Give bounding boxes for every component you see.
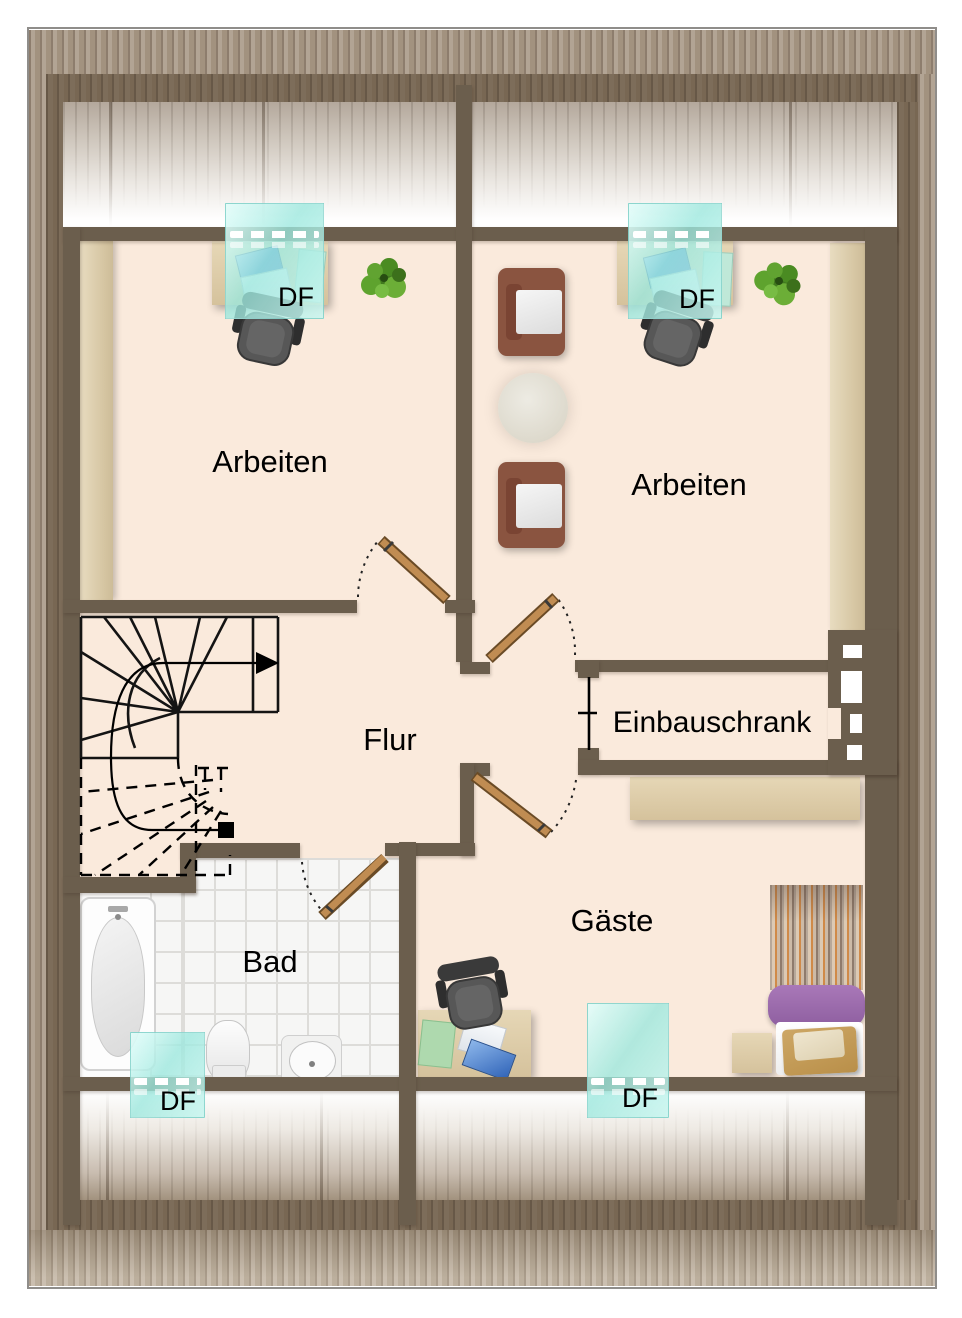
room-label-arbeiten-right: Arbeiten: [631, 467, 747, 502]
skylight-sill: [632, 231, 718, 238]
bed-headboard: [770, 885, 863, 990]
eaves-left: [29, 74, 46, 1230]
chimney: [828, 630, 897, 775]
eaves-top: [29, 30, 935, 74]
skylight-window: [628, 203, 722, 319]
wardrobe-fold-door-icon: [578, 677, 597, 750]
plant-icon: [749, 252, 809, 310]
bed-pillow-roll: [768, 985, 865, 1027]
wall-segment: [445, 600, 475, 613]
room-label-bad: Bad: [242, 944, 298, 979]
skylight-sill: [591, 1089, 665, 1095]
stair-walk-line: [109, 652, 279, 838]
wall-segment: [180, 843, 300, 858]
skylight-sill: [591, 1078, 665, 1085]
wall-segment: [456, 85, 472, 662]
chimney-niche: [828, 708, 841, 739]
toilet: [206, 1020, 250, 1080]
office-chair-icon: [431, 953, 514, 1034]
room-label-flur: Flur: [363, 722, 417, 757]
armchair: [498, 268, 565, 356]
eaves-right: [918, 74, 935, 1230]
armchair: [498, 462, 565, 548]
skylight-sill: [229, 231, 320, 238]
wall-segment: [63, 600, 357, 613]
staircase-icon: [79, 615, 280, 760]
wall-segment: [578, 760, 897, 775]
room-label-einbauschrank: Einbauschrank: [612, 706, 812, 739]
wall-segment: [460, 763, 474, 856]
chimney-flue: [847, 745, 862, 760]
skylight-label-df: DF: [160, 1086, 196, 1116]
wall-segment: [460, 662, 490, 674]
rafter-line: [262, 102, 265, 227]
wall-segment: [63, 227, 80, 1225]
roof-band-top: [46, 74, 918, 102]
door-swing-arbeiten-left: [357, 535, 451, 605]
skylight-sill: [133, 1078, 202, 1085]
chimney-flue: [850, 714, 862, 733]
nightstand: [732, 1033, 772, 1073]
skylight-label-df: DF: [622, 1083, 658, 1113]
rafter-line: [109, 102, 112, 227]
bathtub-drain: [115, 914, 121, 920]
wall-shelf: [630, 777, 860, 820]
wall-segment: [575, 660, 828, 672]
skylight-label-df: DF: [278, 282, 314, 312]
rafter-line: [106, 1091, 109, 1200]
roof-band-right: [897, 102, 918, 1200]
room-label-arbeiten-left: Arbeiten: [212, 444, 328, 479]
rafter-line: [786, 1091, 789, 1200]
wall-segment: [578, 660, 599, 678]
skylight-window: [225, 203, 324, 319]
rafter-line: [320, 1091, 323, 1200]
wall-segment: [63, 1077, 897, 1091]
roof-outline: [27, 27, 937, 1289]
door-swing-bad: [301, 853, 389, 921]
plant-icon: [361, 258, 406, 298]
armchair-cushion: [516, 484, 562, 528]
sink-drain: [309, 1061, 315, 1067]
room-label-gaeste: Gäste: [570, 903, 654, 938]
door-swing-gaeste: [470, 771, 577, 839]
armchair-cushion: [516, 290, 562, 334]
roof-band-left: [46, 102, 63, 1200]
rafter-line: [789, 102, 792, 227]
roof-slope-top: [63, 102, 897, 227]
eaves-bottom: [29, 1230, 935, 1286]
skylight-sill: [632, 242, 718, 248]
skylight-window: [130, 1032, 205, 1118]
skylight-window: [587, 1003, 669, 1118]
door-swing-arbeiten-right: [485, 592, 577, 664]
wall-segment: [399, 842, 416, 1225]
skylight-sill: [133, 1089, 202, 1095]
sideboard: [830, 243, 865, 630]
coffee-table: [498, 373, 568, 443]
staircase-dashed-flight: [79, 757, 232, 877]
wall-segment: [63, 877, 196, 893]
bathtub-tap: [108, 906, 128, 912]
skylight-sill: [229, 242, 320, 248]
sideboard: [80, 241, 113, 600]
chimney-flue: [841, 671, 862, 703]
skylight-label-df: DF: [679, 284, 715, 314]
roof-band-bottom: [46, 1200, 918, 1230]
chimney-flue: [843, 645, 862, 658]
